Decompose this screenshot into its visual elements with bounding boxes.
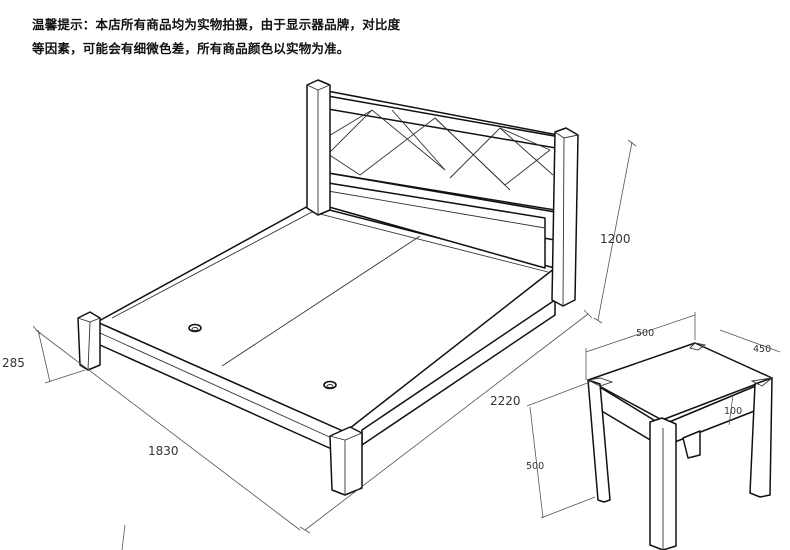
stool-apron-label: 100 [724, 406, 742, 417]
platform-hole [323, 380, 337, 390]
platform-split-line [221, 235, 421, 367]
stool-left-leg [587, 379, 611, 503]
bed-dimension-lines [32, 139, 637, 550]
stool-depth-label: 450 [753, 344, 771, 355]
platform-hole [188, 323, 202, 333]
headboard-right-post [551, 127, 579, 307]
stool-width-label: 500 [636, 328, 654, 339]
headboard-left-post [306, 79, 331, 216]
bed-length-label: 2220 [490, 394, 521, 408]
bed-drawing [77, 79, 579, 496]
stool-dimension-lines [526, 312, 781, 519]
bed-rail-height-label: 285 [2, 356, 25, 370]
bed-width-label: 1830 [148, 444, 179, 458]
notice-line-2: 等因素，可能会有细微色差，所有商品颜色以实物为准。 [32, 41, 350, 56]
notice-line-1: 温馨提示：本店所有商品均为实物拍摄，由于显示器品牌，对比度 [32, 17, 401, 32]
stool-height-label: 500 [526, 461, 544, 472]
bed-height-label: 1200 [600, 232, 631, 246]
stool-drawing [586, 342, 774, 550]
foot-right-post [329, 426, 363, 496]
stool-right-leg [749, 377, 773, 498]
stool-back-leg [682, 430, 701, 459]
